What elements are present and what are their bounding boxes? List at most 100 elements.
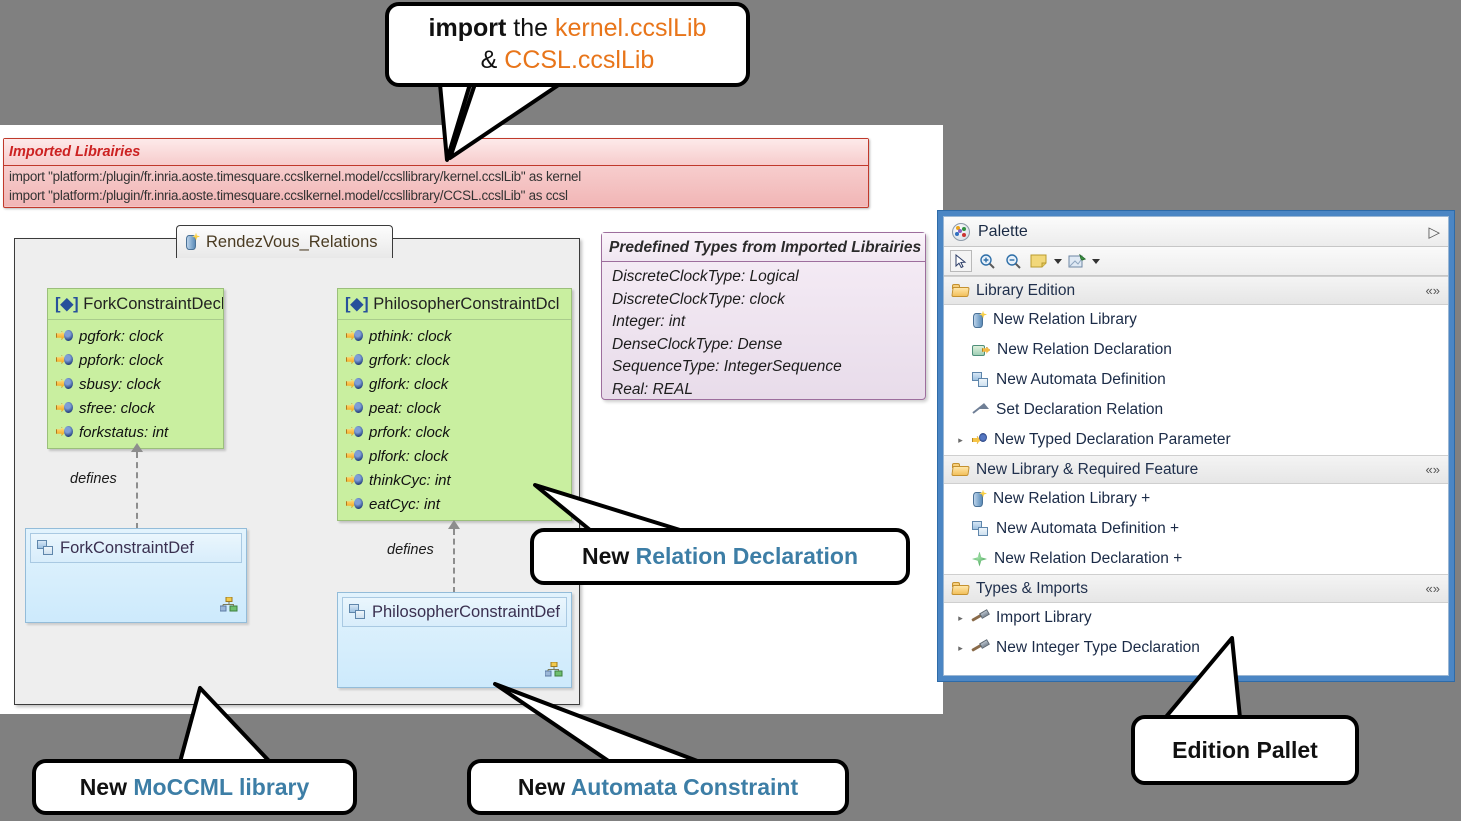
attribute-row: peat: clock	[338, 396, 571, 420]
predefined-type-entry: Integer: int	[612, 313, 686, 330]
palette-item-new-relation-declaration-plus[interactable]: ▸ New Relation Declaration +	[944, 544, 1448, 574]
parameter-icon	[346, 378, 363, 390]
definition-box-fork[interactable]: ForkConstraintDef	[25, 528, 247, 623]
declaration-box-philosopher[interactable]: [◆] PhilosopherConstraintDcl pthink: clo…	[337, 288, 572, 521]
attribute-row: thinkCyc: int	[338, 468, 571, 492]
attribute-row: glfork: clock	[338, 372, 571, 396]
note-dropdown-caret-icon[interactable]	[1054, 258, 1062, 264]
magnifier-plus-icon[interactable]	[976, 250, 998, 272]
declaration-name: PhilosopherConstraintDcl	[373, 295, 560, 313]
attribute-label: ppfork: clock	[79, 351, 164, 369]
parameter-icon	[56, 402, 73, 414]
palette-item-label: New Relation Declaration	[997, 341, 1172, 358]
imported-libraries-panel: Imported Librairies import "platform:/pl…	[3, 138, 869, 208]
attribute-label: plfork: clock	[369, 447, 449, 465]
definition-box-philosopher[interactable]: PhilosopherConstraintDef	[337, 592, 572, 688]
attribute-row: pthink: clock	[338, 324, 571, 348]
palette-item-new-typed-declaration-parameter[interactable]: ▸ New Typed Declaration Parameter	[944, 425, 1448, 455]
palette-item-new-relation-library-plus[interactable]: ▸ New Relation Library +	[944, 484, 1448, 514]
expand-arrow-icon[interactable]: ▸	[958, 642, 963, 653]
palette-group-label: Library Edition	[976, 281, 1076, 299]
parameter-icon	[56, 378, 73, 390]
palette-item-label: New Automata Definition	[996, 371, 1166, 388]
connector-label: defines	[70, 471, 117, 487]
note-icon[interactable]	[1028, 250, 1050, 272]
palette-item-label: New Relation Library +	[993, 490, 1151, 507]
green-diamond-icon	[972, 551, 987, 567]
callout-edition-pallet: Edition Pallet	[1131, 715, 1359, 785]
connector-arrowhead	[131, 443, 143, 452]
parameter-icon	[56, 354, 73, 366]
magnifier-minus-icon[interactable]	[1002, 250, 1024, 272]
palette-item-new-integer-type-declaration[interactable]: ▸ New Integer Type Declaration	[944, 633, 1448, 663]
callout-automata-constraint: New Automata Constraint	[467, 759, 849, 815]
connector-arrowhead	[448, 520, 460, 529]
definition-title: PhilosopherConstraintDef	[342, 597, 567, 627]
declaration-box-fork[interactable]: [◆] ForkConstraintDecl pgfork: clock ppf…	[47, 288, 224, 449]
palette-item-label: New Typed Declaration Parameter	[994, 431, 1231, 448]
palette-group-library-edition[interactable]: Library Edition «»	[944, 276, 1448, 305]
definition-name: ForkConstraintDef	[60, 539, 194, 557]
parameter-icon	[56, 330, 73, 342]
declaration-stereotype: [◆]	[345, 295, 369, 313]
declaration-attributes: pgfork: clock ppfork: clock sbusy: clock…	[48, 320, 223, 448]
callout-moccml-library: New MoCCML library	[32, 759, 357, 815]
hammer-icon	[971, 638, 990, 656]
palette-item-new-automata-definition-plus[interactable]: ▸ New Automata Definition +	[944, 514, 1448, 544]
palette-expand-icon[interactable]: ▷	[1428, 223, 1440, 241]
automata-definition-icon	[37, 540, 54, 556]
arrow-cursor-icon[interactable]	[950, 250, 972, 272]
relation-declaration-icon	[972, 343, 990, 358]
palette-item-new-relation-declaration[interactable]: ▸ New Relation Declaration	[944, 335, 1448, 365]
automata-definition-icon	[972, 521, 989, 537]
collapse-icon[interactable]: «»	[1425, 462, 1440, 477]
predefined-type-entry: DiscreteClockType: Logical	[612, 268, 799, 285]
parameter-icon	[346, 330, 363, 342]
palette-item-new-automata-definition[interactable]: ▸ New Automata Definition	[944, 365, 1448, 395]
attribute-label: sbusy: clock	[79, 375, 161, 393]
callout-accent: Automata Constraint	[570, 773, 799, 800]
attribute-row: ppfork: clock	[48, 348, 223, 372]
attribute-label: peat: clock	[369, 399, 441, 417]
callout-relation-declaration: New Relation Declaration	[530, 528, 910, 585]
palette-panel: Palette ▷ Library Edition	[937, 210, 1455, 682]
relation-library-icon	[972, 310, 987, 329]
predefined-types-panel: Predefined Types from Imported Librairie…	[601, 232, 926, 400]
import-statement: import "platform:/plugin/fr.inria.aoste.…	[9, 169, 581, 184]
diagram-tab-rendezvous-relations[interactable]: RendezVous_Relations	[176, 225, 393, 258]
attribute-row: sbusy: clock	[48, 372, 223, 396]
attribute-label: eatCyc: int	[369, 495, 440, 513]
palette-group-label: New Library & Required Feature	[976, 460, 1199, 478]
automata-definition-icon	[349, 604, 366, 620]
palette-group-types-imports[interactable]: Types & Imports «»	[944, 574, 1448, 603]
callout-import-amp: &	[480, 45, 505, 74]
callout-import-accent-2: CCSL.ccslLib	[504, 45, 655, 74]
note-pin-dropdown-caret-icon[interactable]	[1092, 258, 1100, 264]
callout-prefix: New	[581, 543, 636, 570]
parameter-icon	[346, 402, 363, 414]
callout-accent: Relation Declaration	[635, 543, 859, 570]
attribute-row: pgfork: clock	[48, 324, 223, 348]
palette-item-set-declaration-relation[interactable]: ▸ Set Declaration Relation	[944, 395, 1448, 425]
palette-icon	[952, 222, 970, 241]
automata-corner-icon	[545, 662, 563, 677]
collapse-icon[interactable]: «»	[1425, 283, 1440, 298]
definition-name: PhilosopherConstraintDef	[372, 603, 561, 621]
palette-group-new-library-required-feature[interactable]: New Library & Required Feature «»	[944, 455, 1448, 484]
expand-arrow-icon[interactable]: ▸	[958, 434, 963, 445]
palette-item-new-relation-library[interactable]: ▸ New Relation Library	[944, 305, 1448, 335]
predefined-type-entry: DenseClockType: Dense	[612, 335, 783, 353]
palette-item-import-library[interactable]: ▸ Import Library	[944, 603, 1448, 633]
folder-icon	[951, 463, 970, 476]
folder-icon	[951, 284, 970, 297]
relation-library-icon	[972, 489, 987, 508]
callout-prefix: New	[79, 773, 134, 800]
palette-header: Palette ▷	[944, 217, 1448, 247]
relation-library-icon	[185, 232, 200, 251]
palette-item-label: Import Library	[996, 609, 1092, 626]
predefined-types-list: DiscreteClockType: Logical DiscreteClock…	[602, 262, 925, 401]
expand-arrow-icon[interactable]: ▸	[958, 612, 963, 623]
note-pin-icon[interactable]	[1066, 250, 1088, 272]
collapse-icon[interactable]: «»	[1425, 581, 1440, 596]
diagram-tab-label: RendezVous_Relations	[206, 232, 378, 251]
